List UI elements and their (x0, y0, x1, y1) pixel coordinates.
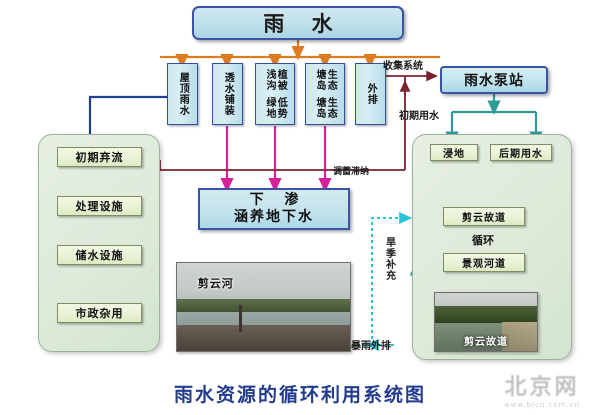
eco-pond-label-right: 生态塘岛 (314, 96, 337, 119)
photo-jianyun-river: 剪云河 (176, 262, 351, 352)
eco-pond-label-left: 生态塘岛 (314, 69, 337, 92)
photo-right-label: 剪云故道 (464, 336, 508, 348)
step-initial-runoff-discard: 初期弃流 (57, 147, 142, 167)
old-river-course-box: 剪云故道 (443, 207, 525, 226)
label-early-water-use: 初期用水 (399, 111, 439, 122)
source-box-rooftop-rainwater: 屋顶雨水 (167, 63, 198, 125)
site-watermark: 北京网 www.bjcn.com.cn (494, 369, 590, 409)
infiltration-box: 下 渗 涵养地下水 (198, 188, 350, 230)
source-box-external-discharge: 外排 (355, 63, 386, 125)
photo-center-label: 剪云河 (197, 277, 234, 291)
rainwater-title-box: 雨 水 (192, 6, 404, 40)
landscape-channel-box: 景观河道 (443, 253, 525, 272)
source-box-sunken-green-swale: 低势绿地 植被浅沟 (255, 63, 295, 125)
source-box-eco-pond-island: 生态塘岛 生态塘岛 (305, 63, 345, 125)
infiltration-line2: 涵养地下水 (234, 209, 314, 225)
wetland-box: 浸地 (430, 144, 478, 161)
sunken-green-label: 低势绿地 (264, 96, 287, 119)
step-municipal-misc-use: 市政杂用 (57, 303, 142, 323)
photo-sky (177, 263, 350, 304)
rainwater-pump-station-box: 雨水泵站 (440, 66, 548, 94)
photo-treeline (435, 305, 537, 324)
photo-pole (239, 305, 243, 332)
label-regulate-storage: 调蓄滞纳 (333, 167, 370, 177)
step-water-storage-facility: 储水设施 (57, 245, 142, 265)
diagram-caption: 雨水资源的循环利用系统图 (173, 384, 426, 406)
label-cycle: 循环 (472, 234, 494, 247)
photo-bank (502, 322, 537, 351)
watermark-sub: www.bjcn.com.cn (503, 401, 581, 409)
label-dry-season-supplement: 旱季补充 (383, 237, 395, 281)
label-collection-system: 收集系统 (383, 61, 423, 72)
infiltration-line1: 下 渗 (249, 191, 307, 208)
photo-treeline (177, 299, 350, 314)
photo-dock (177, 324, 350, 351)
watermark-main: 北京网 (504, 375, 580, 400)
source-box-permeable-pavement: 透水铺装 (212, 63, 243, 125)
late-water-use-box: 后期用水 (490, 144, 552, 161)
vegetated-swale-label: 植被浅沟 (264, 69, 287, 92)
photo-old-river-course: 剪云故道 (434, 292, 538, 352)
step-treatment-facility: 处理设施 (57, 196, 142, 216)
label-storm-discharge: 暴雨外排 (351, 341, 391, 352)
